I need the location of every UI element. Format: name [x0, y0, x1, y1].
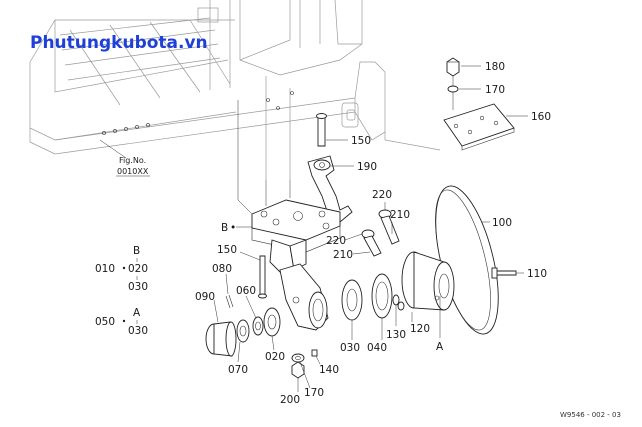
assembly-key: B 010 020 030 A 050 030 [95, 245, 148, 337]
washer-170-bottom [291, 353, 305, 363]
fig-no-value: 0010XX [117, 167, 149, 176]
key-010: 010 [95, 263, 115, 275]
label-090: 090 [195, 291, 215, 303]
label-080: 080 [212, 263, 232, 275]
part-labels: 180 170 160 150 190 220 210 100 220 210 … [195, 61, 551, 406]
key-030-b: 030 [128, 325, 148, 337]
figure-reference: Fig.No. 0010XX [99, 139, 150, 177]
label-180: 180 [485, 61, 505, 73]
arm-190 [307, 155, 353, 223]
bearing-020 [263, 307, 281, 337]
label-140: 140 [319, 364, 339, 376]
key-a: A [133, 307, 141, 319]
label-190: 190 [357, 161, 377, 173]
ring-040 [371, 273, 393, 319]
cap-090 [205, 321, 237, 357]
washer-170-top [447, 85, 459, 93]
pin-080 [225, 294, 234, 309]
nut-070 [236, 319, 250, 343]
ref-point-a: A [436, 341, 444, 353]
label-200: 200 [280, 394, 300, 406]
fig-no-label: Fig.No. [119, 156, 146, 165]
key-020: 020 [128, 263, 148, 275]
label-160: 160 [531, 111, 551, 123]
hub-120 [401, 251, 455, 311]
label-150-lower: 150 [217, 244, 237, 256]
key-050: 050 [95, 316, 115, 328]
washer-060 [252, 316, 264, 336]
label-210-lower: 210 [333, 249, 353, 261]
ref-arrow-b: • [230, 222, 236, 234]
label-120: 120 [410, 323, 430, 335]
label-110: 110 [527, 268, 547, 280]
label-070: 070 [228, 364, 248, 376]
bolt-220-upper [378, 209, 400, 245]
key-b: B [133, 245, 140, 257]
site-watermark: Phutungkubota.vn [30, 33, 208, 53]
nut-200 [291, 361, 305, 379]
label-210-upper: 210 [390, 209, 410, 221]
frame-outline [29, 0, 441, 180]
nut-180 [446, 57, 460, 77]
bearing-030 [341, 279, 363, 321]
main-bracket [251, 199, 341, 331]
label-220-lower: 220 [326, 235, 346, 247]
label-220-upper: 220 [372, 189, 392, 201]
label-170-top: 170 [485, 84, 505, 96]
grease-nipple-140 [311, 349, 318, 357]
label-030: 030 [340, 342, 360, 354]
pin-130 [392, 294, 405, 311]
leader-lines [213, 65, 528, 392]
label-060: 060 [236, 285, 256, 297]
label-040: 040 [367, 342, 387, 354]
drawing-code: W9546 - 002 - 03 [560, 411, 621, 419]
label-130: 130 [386, 329, 406, 341]
bolt-150-upper [316, 113, 327, 147]
frame-holes [102, 91, 294, 135]
bolt-220-lower [361, 229, 382, 257]
plate-160 [443, 103, 515, 151]
label-100: 100 [492, 217, 512, 229]
key-030-a: 030 [128, 281, 148, 293]
bolt-150-lower [258, 255, 267, 299]
label-020: 020 [265, 351, 285, 363]
label-150-upper: 150 [351, 135, 371, 147]
ref-point-b: B [221, 222, 228, 234]
bolt-110 [491, 267, 517, 279]
label-170-bottom: 170 [304, 387, 324, 399]
